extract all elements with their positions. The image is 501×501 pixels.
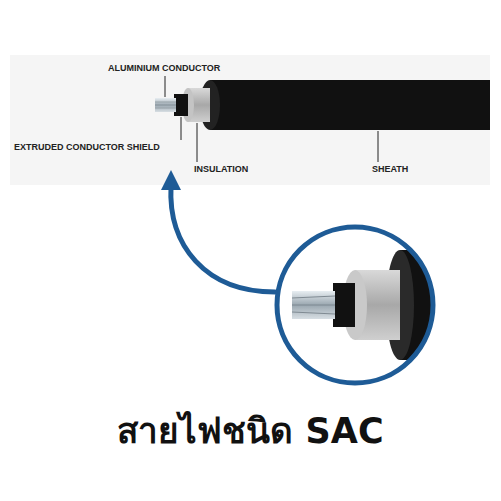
part-label: ALUMINIUM CONDUCTOR [108, 64, 220, 73]
arrow-head [161, 170, 181, 190]
title: สายไฟชนิด SAC [0, 410, 501, 452]
magnified-view [270, 220, 460, 390]
cable [155, 80, 490, 130]
photo-ground [10, 55, 490, 185]
pointer-arrow [171, 186, 275, 292]
part-label: INSULATION [194, 165, 248, 174]
magnifier-ring [277, 227, 433, 383]
part-label: SHEATH [372, 165, 408, 174]
part-label: EXTRUDED CONDUCTOR SHIELD [14, 143, 160, 152]
leader-lines [165, 76, 378, 162]
